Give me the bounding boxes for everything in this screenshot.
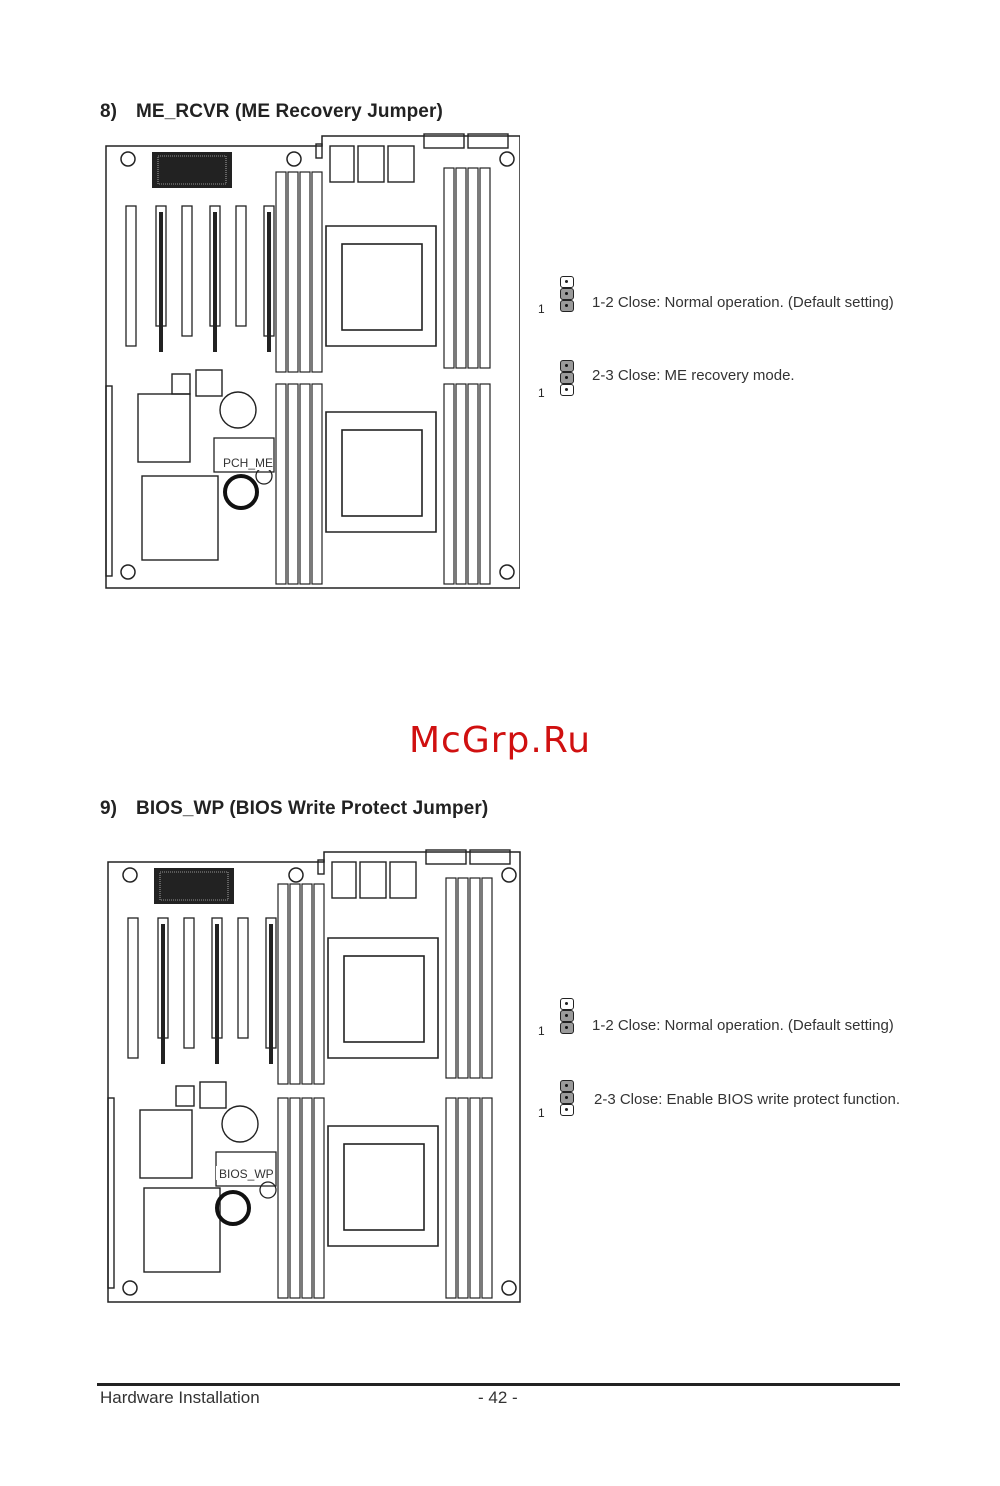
motherboard-diagram: PCH_ME [105, 133, 520, 589]
section-number: 9) [100, 798, 118, 819]
pin-one-marker: 1 [538, 1106, 545, 1120]
jumper-legend: 1 1-2 Close: Normal operation. (Default … [530, 276, 930, 406]
jumper-normal-icon [560, 998, 574, 1034]
jumper-normal-icon [560, 276, 574, 312]
option-recovery-text: 2-3 Close: ME recovery mode. [592, 367, 795, 384]
footer-chapter: Hardware Installation [100, 1388, 260, 1407]
jumper-location-label: PCH_ME [223, 456, 273, 470]
section-8-heading: 8) ME_RCVR (ME Recovery Jumper) [100, 101, 443, 123]
section-9-heading: 9) BIOS_WP (BIOS Write Protect Jumper) [100, 798, 488, 820]
option-normal-text: 1-2 Close: Normal operation. (Default se… [592, 1017, 894, 1034]
section-title: ME_RCVR (ME Recovery Jumper) [136, 101, 443, 122]
jumper-legend: 1 1-2 Close: Normal operation. (Default … [530, 998, 930, 1128]
footer-rule [97, 1383, 900, 1386]
jumper-write-protect-icon [560, 1080, 574, 1116]
jumper-recovery-icon [560, 360, 574, 396]
jumper-location-label: BIOS_WP [219, 1167, 274, 1181]
pin-one-marker: 1 [538, 1024, 545, 1038]
watermark: McGrp.Ru [408, 720, 592, 761]
pin-one-marker: 1 [538, 386, 545, 400]
page-number: - 42 - [478, 1388, 518, 1407]
section-number: 8) [100, 101, 118, 122]
section-title: BIOS_WP (BIOS Write Protect Jumper) [136, 798, 489, 819]
option-normal-text: 1-2 Close: Normal operation. (Default se… [592, 294, 894, 311]
motherboard-diagram: BIOS_WP [107, 849, 521, 1303]
pin-one-marker: 1 [538, 302, 545, 316]
option-write-protect-text: 2-3 Close: Enable BIOS write protect fun… [594, 1091, 900, 1108]
